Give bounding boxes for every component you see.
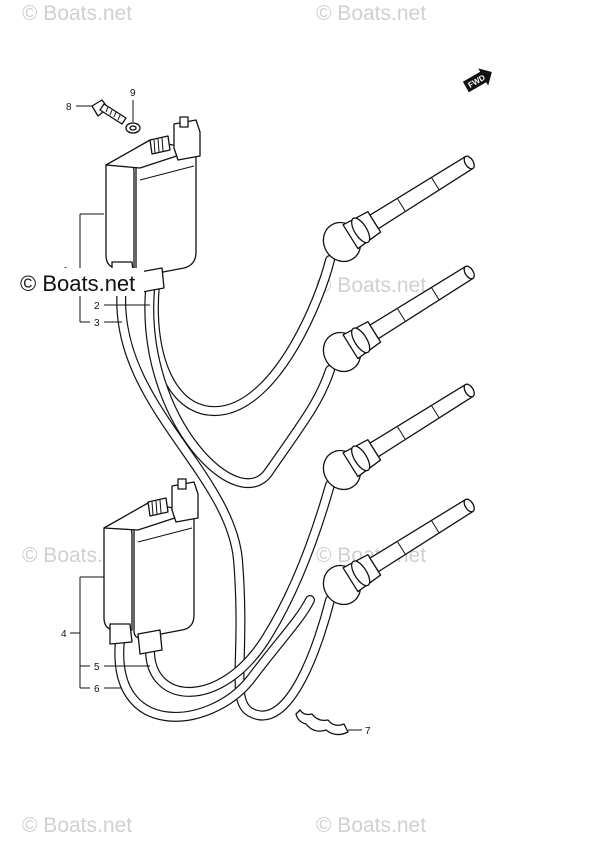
callout-4: 4 xyxy=(61,629,67,640)
callout-9: 9 xyxy=(130,88,136,99)
spark-plug-cap-3 xyxy=(322,383,475,491)
watermark-faded: © Boats.net xyxy=(316,814,426,837)
watermark-faded: © Boats.net xyxy=(316,2,426,25)
watermark-faded: © Boats.net xyxy=(22,814,132,837)
callout-6: 6 xyxy=(94,684,100,695)
spark-plug-cap-1 xyxy=(322,155,475,263)
watermark-faded-group: © Boats.net © Boats.net © Boats.net © Bo… xyxy=(22,2,426,837)
callout-7: 7 xyxy=(365,726,371,737)
watermark-backdrop xyxy=(18,268,144,296)
watermark-faded: © Boats.net xyxy=(316,274,426,297)
callout-3: 3 xyxy=(94,318,100,329)
coil-washer xyxy=(125,122,141,134)
coil-mounting-bolt xyxy=(91,99,127,125)
callout-2: 2 xyxy=(94,301,100,312)
ignition-coil-upper xyxy=(105,116,201,293)
spark-plug-cap-2 xyxy=(322,265,475,373)
callout-5: 5 xyxy=(94,662,100,673)
watermark-primary: © Boats.net xyxy=(20,271,135,296)
high-tension-cords xyxy=(114,255,335,722)
fwd-arrow-icon: FWD xyxy=(462,68,492,93)
cord-clamp xyxy=(295,709,349,736)
spark-plug-cap-4 xyxy=(322,498,475,606)
callout-8: 8 xyxy=(66,102,72,113)
ignition-coil-lower xyxy=(103,478,199,655)
watermark-faded: © Boats.net xyxy=(22,2,132,25)
